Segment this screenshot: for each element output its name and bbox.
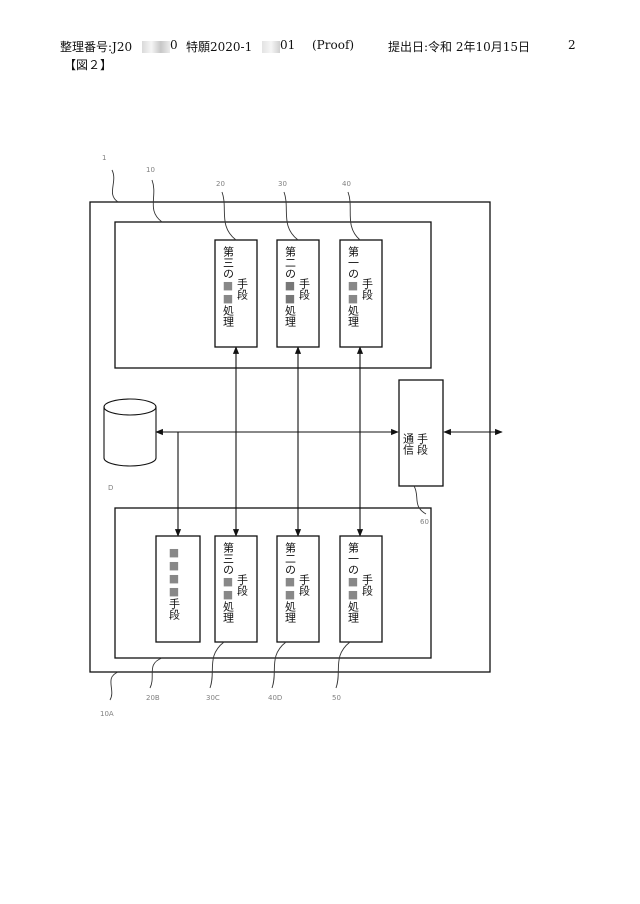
upper-first-label-2: 手段 bbox=[361, 277, 374, 301]
ref-mark: 20B bbox=[146, 694, 160, 702]
ref-mark: 30C bbox=[206, 694, 220, 702]
database-icon bbox=[103, 398, 157, 467]
communication-label-1: 通信 bbox=[402, 433, 415, 456]
reference-marks: 1 10 20 30 40 10A 20B 30C 40D 50 60 D bbox=[100, 154, 429, 718]
ref-mark: 10A bbox=[100, 710, 114, 718]
page-header: 整理番号:J20 0 特願2020-1 01 (Proof) 提出日:令和 2年… bbox=[60, 38, 580, 56]
database-ref: D bbox=[108, 484, 113, 492]
application-number: 特願2020-1 bbox=[186, 40, 253, 54]
lower-box-second: 第二の■■処理 手段 bbox=[276, 535, 320, 643]
upper-box-first: 第一の■■処理 手段 bbox=[339, 239, 383, 348]
upper-third-label-2: 手段 bbox=[236, 277, 249, 301]
ref-mark: 60 bbox=[420, 518, 429, 526]
ref-mark: 40 bbox=[342, 180, 351, 188]
upper-box-third: 第三の■■処理 手段 bbox=[214, 239, 258, 348]
lower-box-third: 第三の■■処理 手段 bbox=[214, 535, 258, 643]
ref-mark: 20 bbox=[216, 180, 225, 188]
proof-label: (Proof) bbox=[312, 38, 355, 52]
doc-number: 整理番号:J20 bbox=[60, 40, 133, 54]
communication-box bbox=[398, 379, 444, 487]
lower-first-label: 第一の■■処理 bbox=[347, 541, 360, 623]
leader-lines bbox=[109, 169, 427, 701]
page-number: 2 bbox=[568, 38, 576, 52]
ref-mark: 10 bbox=[146, 166, 155, 174]
ref-mark: 50 bbox=[332, 694, 341, 702]
ref-mark: 40D bbox=[268, 694, 282, 702]
figure-label: 【図２】 bbox=[64, 58, 113, 72]
lower-box-0: ■■■■手段 bbox=[155, 535, 201, 643]
lower-first-label-2: 手段 bbox=[361, 573, 374, 597]
lower-second-label: 第二の■■処理 bbox=[284, 541, 297, 623]
ref-mark: 1 bbox=[102, 154, 106, 162]
upper-box-second: 第二の■■処理 手段 bbox=[276, 239, 320, 348]
upper-group-frame bbox=[114, 221, 432, 369]
upper-first-label: 第一の■■処理 bbox=[347, 245, 360, 327]
lower-second-label-2: 手段 bbox=[298, 573, 311, 597]
doc-number-tail: 0 bbox=[170, 38, 178, 52]
lower-third-label: 第三の■■処理 bbox=[222, 541, 235, 623]
filing-date: 提出日:令和 2年10月15日 bbox=[388, 40, 531, 54]
application-tail: 01 bbox=[280, 38, 296, 52]
redacted-mark bbox=[262, 41, 280, 53]
lower-0-label: ■■■■手段 bbox=[168, 546, 181, 621]
lower-third-label-2: 手段 bbox=[236, 573, 249, 597]
ref-mark: 30 bbox=[278, 180, 287, 188]
lower-box-first: 第一の■■処理 手段 bbox=[339, 535, 383, 643]
communication-label-2: 手段 bbox=[416, 432, 429, 456]
upper-third-label: 第三の■■処理 bbox=[222, 245, 235, 327]
upper-second-label: 第二の■■処理 bbox=[284, 245, 297, 327]
redacted-mark bbox=[142, 41, 170, 53]
upper-second-label-2: 手段 bbox=[298, 277, 311, 301]
